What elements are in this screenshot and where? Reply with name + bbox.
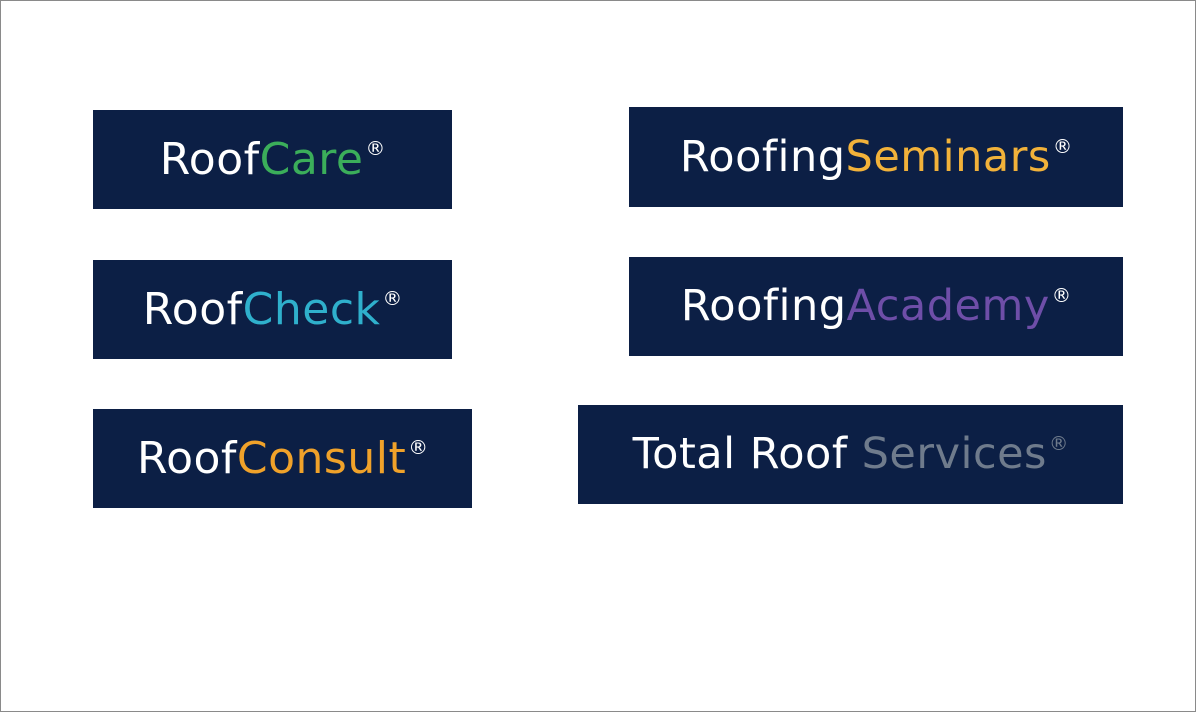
logo-accent-text: Services	[861, 429, 1047, 479]
logo-accent-text: Seminars	[845, 131, 1051, 182]
registered-mark: ®	[365, 136, 386, 160]
registered-mark: ®	[1051, 284, 1072, 308]
logo-base-text: Roof	[136, 432, 237, 484]
logo-accent-text: Check	[242, 283, 381, 335]
registered-mark: ®	[408, 435, 429, 459]
totalroofservices-logo: Total Roof Services®	[578, 405, 1123, 504]
logo-base-text: Roof	[142, 283, 243, 335]
logo-accent-text: Care	[259, 133, 364, 185]
logo-base-text: Roofing	[680, 281, 847, 331]
logo-base-text: Roof	[159, 133, 260, 185]
registered-mark: ®	[1052, 134, 1073, 158]
registered-mark: ®	[382, 286, 403, 310]
logo-accent-text: Academy	[846, 281, 1050, 331]
registered-mark: ®	[1048, 432, 1069, 456]
logo-base-text: Roofing	[679, 131, 846, 182]
logo-base-text: Total Roof	[632, 429, 862, 479]
logo-accent-text: Consult	[236, 432, 407, 484]
